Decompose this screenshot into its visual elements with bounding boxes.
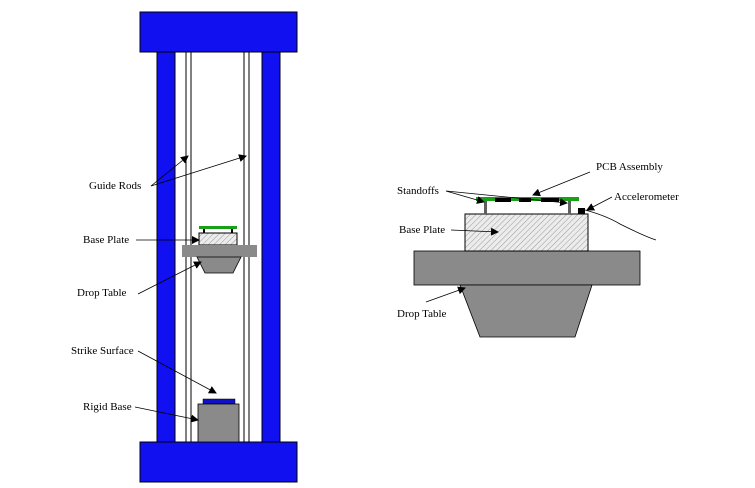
accelerometer [578, 208, 585, 214]
right-leader-lines [425, 171, 613, 303]
label-drop-table-left: Drop Table [77, 287, 127, 299]
tower-left-pillar [156, 51, 176, 443]
standoff-large-right [568, 201, 571, 214]
drop-table-small-body [196, 256, 242, 274]
pcb-component-1 [495, 198, 511, 202]
base-plate-small [198, 232, 238, 246]
drop-table-large [413, 250, 641, 286]
left-leader-lines [134, 154, 247, 423]
tower-top-block [139, 11, 298, 53]
strike-surface [202, 398, 236, 405]
tower-bottom-block [139, 441, 298, 483]
standoff-large-left [484, 201, 487, 214]
drop-tower [139, 11, 298, 483]
rigid-base [197, 403, 240, 443]
label-drop-table-right: Drop Table [397, 308, 447, 320]
label-base-plate-left: Base Plate [83, 234, 129, 246]
drop-table-large-body [459, 284, 593, 338]
pcb-component-2 [519, 198, 531, 202]
pcb-component-3 [541, 198, 559, 202]
label-guide-rods: Guide Rods [89, 180, 141, 192]
accelerometer-cable [584, 209, 657, 241]
label-base-plate-right: Base Plate [399, 224, 445, 236]
base-plate-large [464, 213, 589, 252]
label-rigid-base: Rigid Base [83, 401, 132, 413]
standoff-small-right [231, 229, 233, 233]
label-standoffs: Standoffs [397, 185, 439, 197]
pcb-assembly-small [199, 226, 237, 229]
tower-right-pillar [261, 51, 281, 443]
label-accelerometer: Accelerometer [614, 191, 679, 203]
label-strike-surface: Strike Surface [71, 345, 134, 357]
standoff-small-left [203, 229, 205, 233]
label-pcb-assembly: PCB Assembly [596, 161, 663, 173]
detail-view [413, 197, 657, 338]
drop-table-small [182, 245, 257, 257]
